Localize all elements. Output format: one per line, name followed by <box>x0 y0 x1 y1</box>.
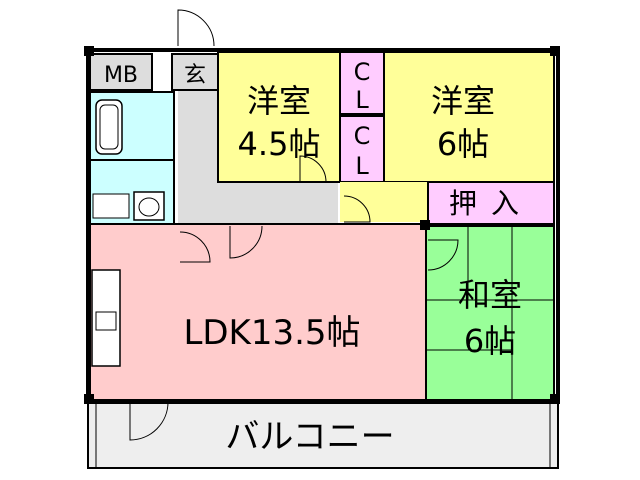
western-room-small <box>217 51 341 183</box>
closet-top-letter-c: C <box>354 58 371 86</box>
western-small-size: 4.5帖 <box>238 125 321 163</box>
mb-label: MB <box>104 63 138 88</box>
oshiire-closet <box>427 181 555 225</box>
washbasin-icon <box>133 191 165 221</box>
washitsu-size: 6帖 <box>464 322 516 360</box>
outer-wall <box>86 48 560 404</box>
closet-bottom-letter-c: C <box>354 122 371 150</box>
western-large-name: 洋室 <box>431 82 495 120</box>
balcony-area <box>87 399 559 469</box>
western-small-name: 洋室 <box>247 82 311 120</box>
entrance-box <box>171 53 219 91</box>
balcony-label: バルコニー <box>225 417 394 457</box>
western-room-large <box>383 51 555 183</box>
entrance-label: 玄 <box>184 63 206 88</box>
wall-pillar <box>420 220 430 230</box>
wall-corner <box>84 46 94 56</box>
closet-bottom <box>339 115 385 183</box>
bathtub-icon <box>95 99 123 155</box>
closet-top <box>339 51 385 115</box>
kitchen-counter-icon <box>91 269 121 367</box>
wall-corner <box>550 394 560 404</box>
wall-corner <box>84 394 94 404</box>
wall-corner <box>550 46 560 56</box>
ldk-room <box>89 223 427 401</box>
closet-top-letter-l: L <box>355 86 369 114</box>
western-large-size: 6帖 <box>437 125 489 163</box>
tatami-lines <box>426 226 554 400</box>
laundry-space-icon <box>92 193 130 219</box>
western-room-lower <box>340 182 428 222</box>
closet-bottom-letter-l: L <box>355 152 369 180</box>
ldk-label: LDK13.5帖 <box>183 313 360 353</box>
washitsu-room <box>425 225 555 401</box>
washitsu-name: 和室 <box>458 276 522 314</box>
oshiire-label: 押入 <box>449 187 533 220</box>
door-swing-icon <box>129 9 459 441</box>
